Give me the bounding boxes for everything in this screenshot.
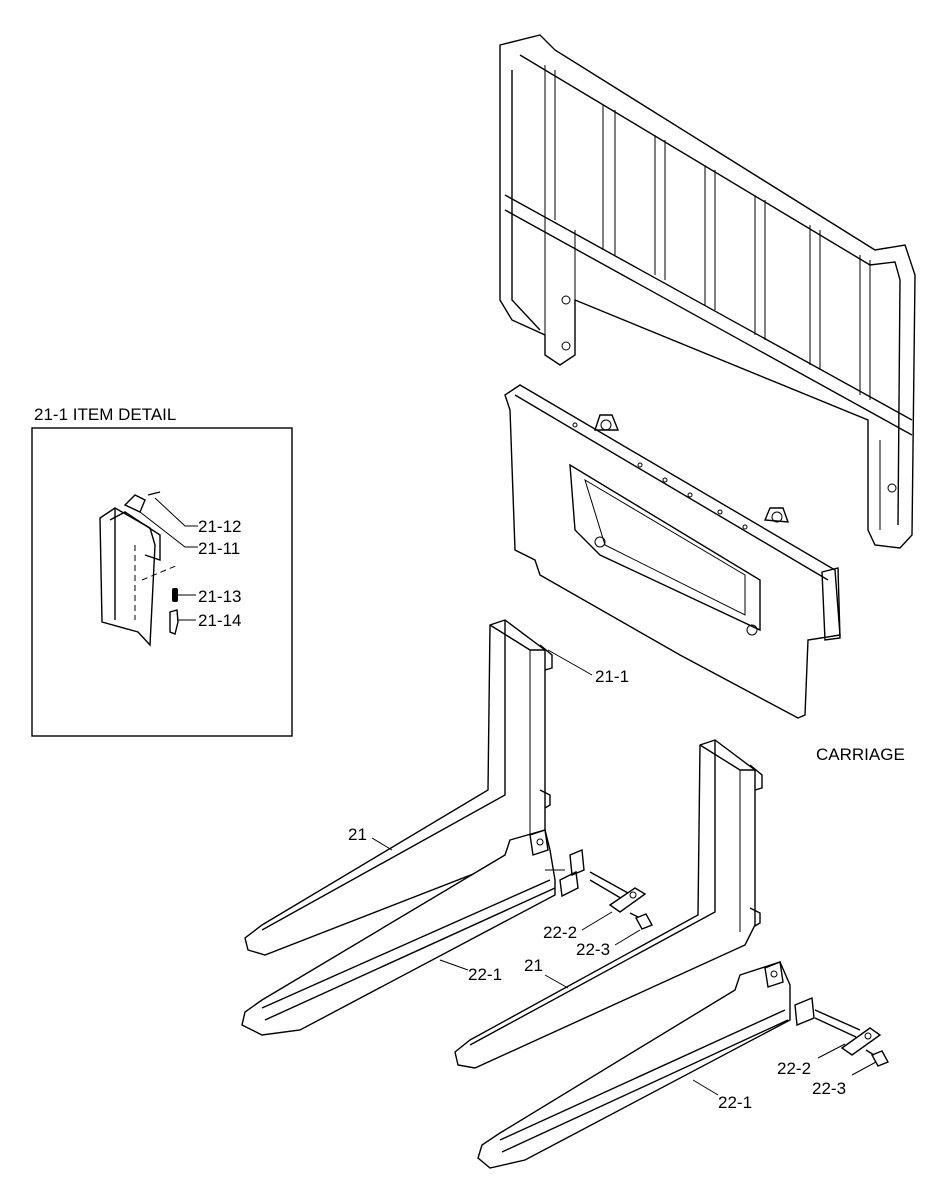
detail-fork-hook [99, 491, 179, 647]
pin-right [814, 1009, 882, 1056]
fork-left [244, 619, 553, 956]
label-pin-right: 22-2 [777, 1059, 812, 1078]
detail-latch-pin [169, 609, 179, 635]
fork-right [454, 739, 763, 1069]
bolt-left [629, 912, 653, 930]
label-extension-right: 22-1 [718, 1093, 753, 1112]
label-21-13: 21-13 [198, 587, 242, 606]
extension-left [241, 829, 585, 1036]
pin-left [589, 871, 647, 913]
label-bolt-right: 22-3 [812, 1079, 847, 1098]
detail-spring [172, 588, 178, 602]
carriage-label: CARRIAGE [816, 745, 905, 764]
leader-lines [139, 497, 877, 1096]
label-21-12: 21-12 [198, 517, 242, 536]
extension-right [477, 961, 815, 1169]
label-21-14: 21-14 [198, 611, 242, 630]
label-fork-left: 21 [348, 825, 367, 844]
label-fork-right: 21 [524, 956, 543, 975]
detail-title: 21-1 ITEM DETAIL [34, 405, 177, 424]
load-backrest [499, 34, 916, 549]
detail-box [31, 427, 293, 737]
label-fork-hook: 21-1 [595, 667, 630, 686]
bolt-right [865, 1049, 889, 1067]
label-bolt-left: 22-3 [576, 940, 611, 959]
carriage-plate [504, 384, 841, 719]
label-pin-left: 22-2 [543, 923, 578, 942]
label-extension-left: 22-1 [468, 965, 503, 984]
label-21-11: 21-11 [198, 539, 241, 558]
